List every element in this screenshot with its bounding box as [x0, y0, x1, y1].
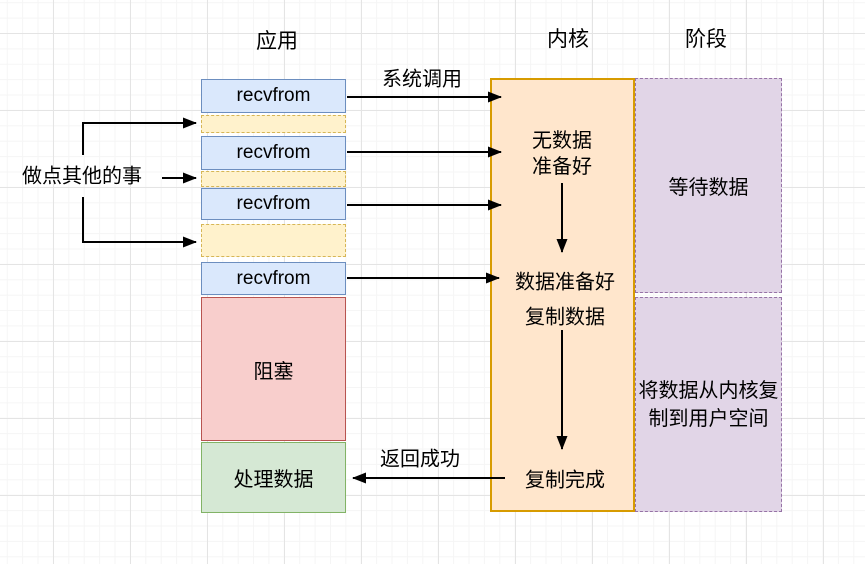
recvfrom-box-3: recvfrom: [201, 188, 346, 220]
process-data-box: 处理数据: [201, 442, 346, 513]
kernel-no-data-text: 无数据 准备好: [532, 128, 592, 180]
recvfrom-box-4: recvfrom: [201, 262, 346, 295]
header-application: 应用: [256, 30, 298, 53]
header-kernel: 内核: [547, 28, 589, 51]
header-stage: 阶段: [685, 28, 727, 51]
syscall-arrow-label: 系统调用: [382, 68, 462, 91]
recvfrom-box-2: recvfrom: [201, 136, 346, 170]
wait-gap-box-3: [201, 224, 346, 257]
recvfrom-box-1: recvfrom: [201, 79, 346, 113]
wait-data-stage-box: 等待数据: [635, 78, 782, 293]
blocking-box: 阻塞: [201, 297, 346, 441]
side-note: 做点其他的事: [22, 165, 142, 188]
arrow-do-other-3: [82, 197, 197, 248]
arrow-do-other-1: [82, 117, 197, 155]
kernel-copy-data-text: 复制数据: [525, 306, 605, 329]
kernel-no-data-line-2: 准备好: [532, 156, 592, 178]
copy-to-user-stage-box: 将数据从内核复制到用户空间: [635, 297, 782, 512]
kernel-data-ready-text: 数据准备好: [515, 271, 615, 294]
return-success-arrow-label: 返回成功: [380, 448, 460, 471]
wait-gap-box-2: [201, 171, 346, 187]
wait-gap-box-1: [201, 115, 346, 133]
copy-to-user-text: 将数据从内核复制到用户空间: [638, 379, 779, 430]
kernel-no-data-line-1: 无数据: [532, 130, 592, 152]
kernel-copy-done-text: 复制完成: [525, 469, 605, 492]
